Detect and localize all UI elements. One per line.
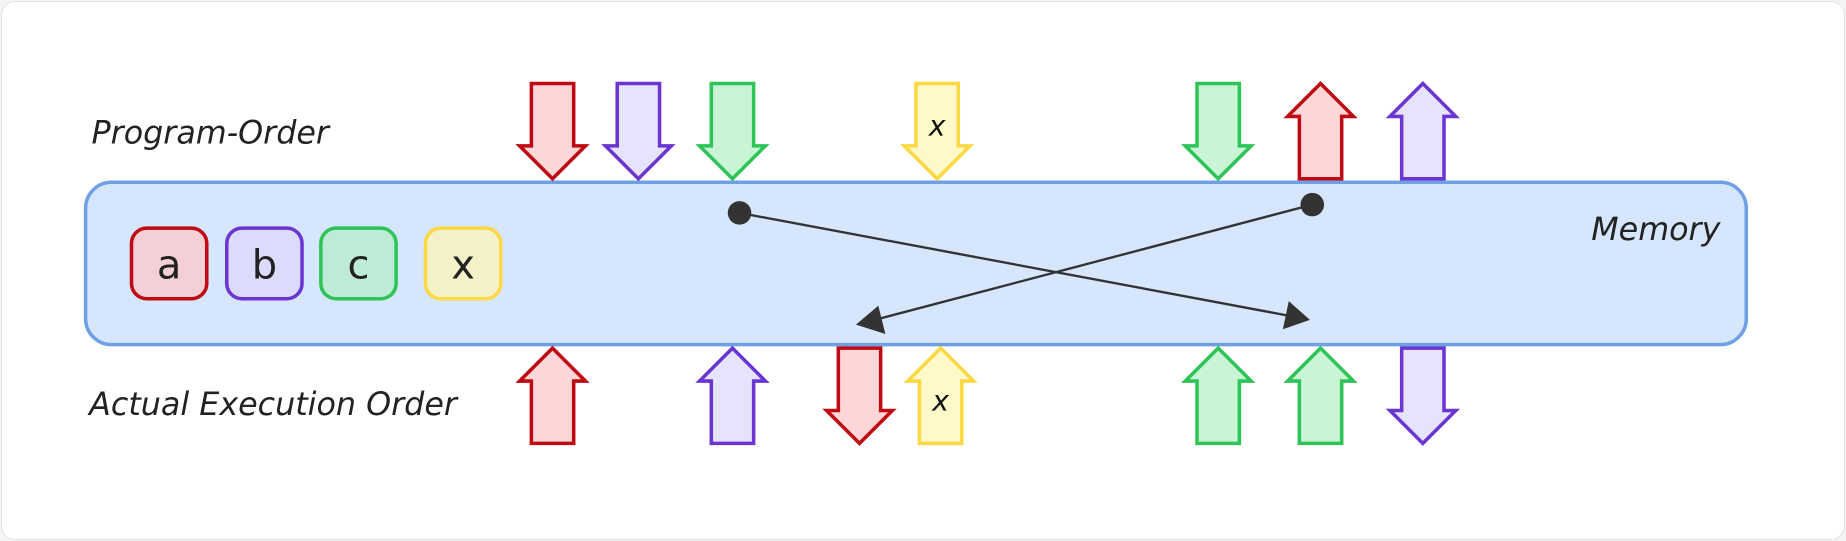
actual-order-arrow-purple-read: [1385, 346, 1461, 446]
variable-label: x: [451, 243, 475, 289]
reorder-arrowhead-2: [855, 305, 886, 335]
variable-box-c: [319, 226, 398, 301]
actual-order-arrow-purple-write: [695, 345, 770, 446]
actual-order-arrow-red-write: [515, 345, 590, 446]
variable-label: a: [157, 243, 182, 289]
variable-label: c: [347, 243, 369, 289]
reorder-line-2: [874, 203, 1313, 322]
reorder-dot-1: [727, 201, 752, 225]
arrow-label: x: [931, 384, 949, 417]
reorder-dot-2: [1300, 192, 1325, 217]
variable-box-b: [224, 226, 304, 301]
program-order-arrow-purple-write: [601, 81, 676, 182]
reorder-line-1: [739, 211, 1293, 318]
program-order-arrow-green-write: [1181, 81, 1256, 182]
actual-order-arrow-green-write: [1181, 345, 1256, 446]
program-order-arrow-yellow-write: [899, 81, 975, 182]
actual-order-label: Actual Execution Order: [87, 387, 459, 423]
memory-label: Memory: [1591, 212, 1721, 248]
variable-label: b: [252, 243, 277, 289]
variable-box-a: [129, 226, 209, 301]
arrow-label: x: [928, 109, 946, 142]
actual-order-arrow-green-write: [1283, 345, 1358, 446]
program-order-arrow-red-write: [515, 81, 590, 182]
variable-box-x: [423, 226, 503, 301]
program-order-label: Program-Order: [92, 115, 331, 151]
program-order-arrow-red-read: [1283, 81, 1358, 181]
program-order-arrow-purple-read: [1385, 81, 1461, 181]
actual-order-arrow-red-read: [822, 346, 897, 446]
reorder-arrowhead-1: [1282, 301, 1310, 330]
actual-order-arrow-yellow-write: [903, 345, 978, 446]
memory-band: [83, 180, 1749, 347]
program-order-arrow-green-write: [695, 81, 770, 182]
